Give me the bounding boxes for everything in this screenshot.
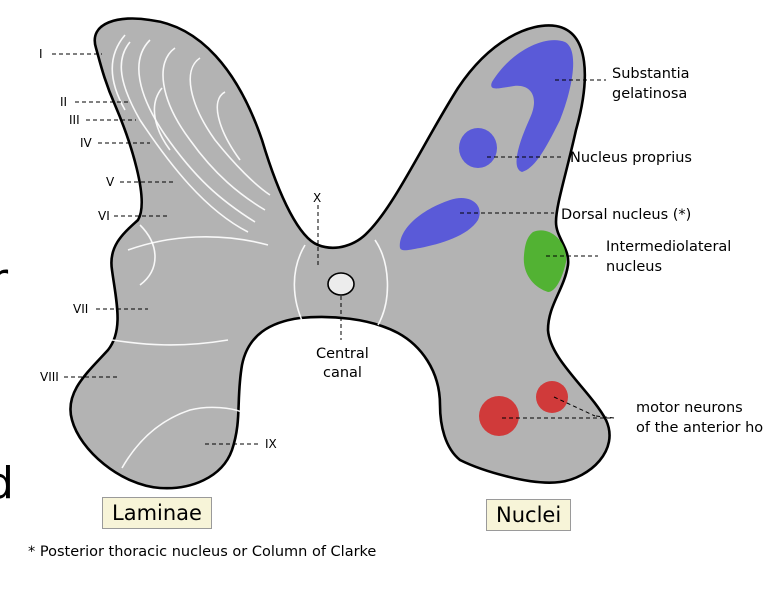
label-motor-neurons-2: of the anterior ho: [636, 420, 763, 436]
lamina-label-iv: IV: [80, 136, 93, 150]
laminae-title-box: Laminae: [102, 497, 212, 529]
nuclei-leaders: [460, 79, 615, 419]
clipped-edge-glyph-r: r: [0, 258, 8, 302]
lamina-label-viii: VIII: [40, 370, 59, 384]
label-intermediolateral-1: Intermediolateral: [606, 239, 731, 255]
lamina-leaders: [52, 53, 342, 445]
label-intermediolateral-2: nucleus: [606, 259, 662, 275]
nucleus-proprius-region: [459, 128, 497, 168]
label-dorsal-nucleus: Dorsal nucleus (*): [561, 207, 691, 223]
lamina-label-vii: VII: [73, 302, 88, 316]
nuclei-title-box: Nuclei: [486, 499, 572, 531]
lamina-label-i: I: [39, 47, 43, 61]
label-motor-neurons-1: motor neurons: [636, 400, 743, 416]
footnote: * Posterior thoracic nucleus or Column o…: [28, 544, 377, 560]
clipped-edge-glyph-d: d: [0, 462, 14, 506]
lamina-label-iii: III: [69, 113, 80, 127]
lamina-label-x: X: [313, 191, 321, 205]
label-nucleus-proprius: Nucleus proprius: [570, 150, 692, 166]
lamina-label-ii: II: [60, 95, 67, 109]
lamina-boundaries: [111, 34, 389, 469]
motor-neuron-nucleus-small: [536, 381, 568, 413]
motor-neuron-nucleus-large: [479, 396, 519, 436]
label-substantia-gelatinosa-1: Substantia: [612, 66, 690, 82]
label-substantia-gelatinosa-2: gelatinosa: [612, 86, 687, 102]
lamina-label-v: V: [106, 175, 115, 189]
lamina-label-ix: IX: [265, 437, 277, 451]
label-central-canal-2: canal: [323, 365, 362, 381]
substantia-gelatinosa-region: [491, 40, 574, 172]
dorsal-nucleus-region: [399, 197, 480, 251]
intermediolateral-nucleus-region: [523, 230, 567, 292]
label-central-canal-1: Central: [316, 346, 369, 362]
lamina-label-vi: VI: [98, 209, 110, 223]
central-canal: [327, 272, 355, 296]
